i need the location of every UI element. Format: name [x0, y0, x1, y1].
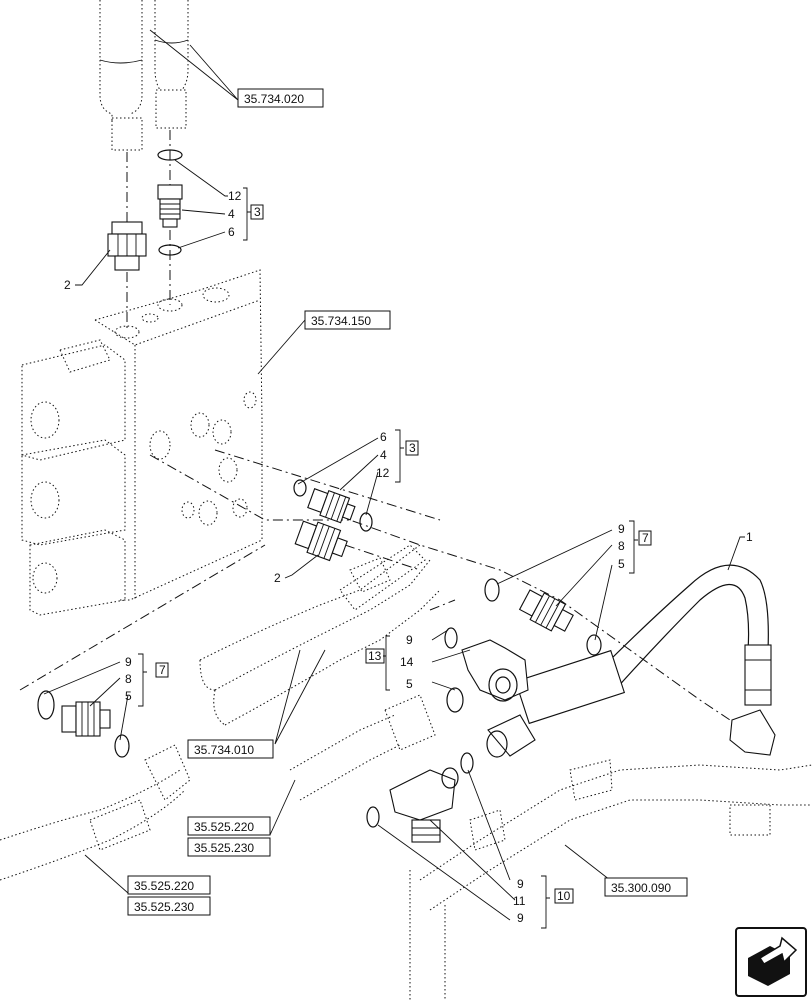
- adapter-fitting-2-top: [107, 221, 147, 271]
- tee-fitting-11: [389, 767, 459, 843]
- ref-35-300-090[interactable]: 35.300.090: [604, 877, 688, 897]
- adapter-fitting-2-mid: [294, 520, 348, 562]
- hoses-35-734-010: [199, 544, 441, 726]
- svg-text:14: 14: [400, 655, 414, 669]
- callout-mid-group: 6 4 12 3 2: [274, 429, 419, 585]
- svg-text:12: 12: [376, 466, 390, 480]
- adapter-fitting-8-right: [518, 589, 574, 632]
- svg-text:7: 7: [159, 663, 166, 677]
- adapter-fitting-4-mid: [307, 488, 356, 524]
- svg-text:35.300.090: 35.300.090: [611, 881, 671, 895]
- o-ring-5-g13: [446, 687, 464, 713]
- callout-group-10: 9 11 9 10: [513, 875, 574, 929]
- svg-text:35.734.150: 35.734.150: [311, 314, 371, 328]
- svg-text:3: 3: [254, 205, 261, 219]
- tee-fitting-14: [461, 639, 529, 702]
- ref-35-525-220-center[interactable]: 35.525.220 35.525.230: [187, 816, 271, 857]
- callout-top-group: 12 4 6 3 2: [64, 187, 264, 292]
- svg-text:12: 12: [228, 189, 242, 203]
- adapter-fitting-8-left: [61, 701, 111, 737]
- adapter-fitting-4-top: [157, 184, 183, 228]
- svg-text:9: 9: [517, 877, 524, 891]
- control-valve-block: [21, 269, 263, 616]
- svg-text:2: 2: [274, 571, 281, 585]
- svg-text:13: 13: [368, 649, 382, 663]
- svg-text:4: 4: [380, 448, 387, 462]
- pipe-35-300-090: [409, 759, 812, 1000]
- svg-text:8: 8: [618, 539, 625, 553]
- svg-text:35.525.220: 35.525.220: [134, 879, 194, 893]
- o-ring-6-mid: [293, 479, 307, 497]
- ref-35-734-010[interactable]: 35.734.010: [187, 739, 274, 759]
- ref-35-734-020[interactable]: 35.734.020: [237, 88, 324, 108]
- o-ring-9-g10-right: [460, 752, 474, 774]
- svg-text:4: 4: [228, 207, 235, 221]
- svg-text:9: 9: [517, 911, 524, 925]
- o-ring-5-left: [114, 734, 130, 758]
- svg-text:35.525.230: 35.525.230: [194, 841, 254, 855]
- svg-text:3: 3: [409, 441, 416, 455]
- o-ring-9-right: [484, 578, 500, 602]
- svg-text:9: 9: [125, 655, 132, 669]
- svg-text:5: 5: [125, 689, 132, 703]
- svg-text:8: 8: [125, 672, 132, 686]
- svg-text:35.525.220: 35.525.220: [194, 820, 254, 834]
- top-hoses: [99, 0, 189, 151]
- svg-text:5: 5: [406, 677, 413, 691]
- svg-text:11: 11: [513, 894, 526, 908]
- callout-left-group: 9 8 5 7: [125, 653, 169, 707]
- o-ring-12-mid: [359, 512, 373, 532]
- ref-35-525-220-left[interactable]: 35.525.220 35.525.230: [127, 875, 211, 916]
- svg-text:5: 5: [618, 557, 625, 571]
- o-ring-9-g13: [444, 627, 458, 649]
- hose-lower-left: [0, 744, 191, 881]
- callout-group-13: 13 9 14 5: [365, 633, 414, 691]
- svg-text:35.734.010: 35.734.010: [194, 743, 254, 757]
- leader-lines: [43, 29, 745, 921]
- svg-text:35.734.020: 35.734.020: [244, 92, 304, 106]
- o-ring-9-left: [37, 690, 55, 720]
- hose-center: [289, 694, 436, 801]
- svg-text:35.525.230: 35.525.230: [134, 900, 194, 914]
- svg-text:2: 2: [64, 278, 71, 292]
- svg-text:9: 9: [406, 633, 413, 647]
- hose-1: [486, 564, 776, 758]
- callout-right-group: 9 8 5 7 1: [618, 520, 753, 574]
- o-ring-5-right: [586, 634, 602, 656]
- next-page-arrow-icon[interactable]: [735, 927, 807, 997]
- svg-text:6: 6: [380, 430, 387, 444]
- o-ring-6-top: [158, 244, 182, 256]
- o-ring-12-top: [157, 149, 183, 161]
- svg-text:10: 10: [557, 889, 571, 903]
- svg-text:6: 6: [228, 225, 235, 239]
- svg-text:7: 7: [642, 531, 649, 545]
- svg-text:9: 9: [618, 522, 625, 536]
- o-ring-9-g10-left: [366, 806, 380, 828]
- ref-35-734-150[interactable]: 35.734.150: [304, 310, 391, 330]
- svg-text:1: 1: [746, 530, 753, 544]
